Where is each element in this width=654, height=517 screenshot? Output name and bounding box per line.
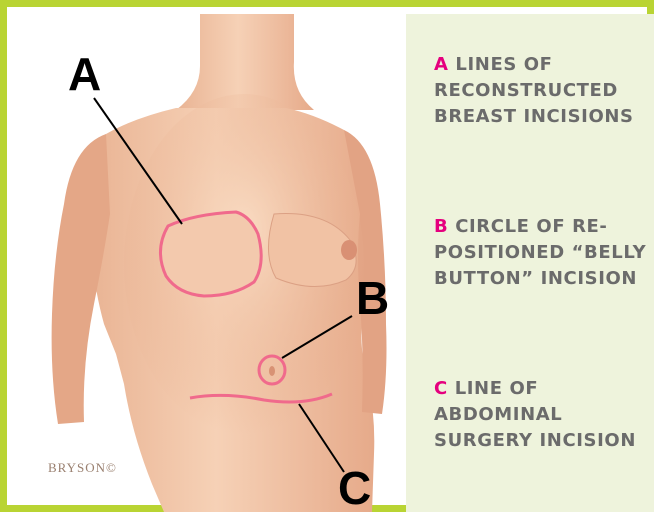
legend-item-c: C LINE OF ABDOMINAL SURGERY INCISION (434, 376, 649, 454)
legend-item-b: B CIRCLE OF RE-POSITIONED “BELLY BUTTON”… (434, 214, 649, 292)
torso-drawing: A B C BRYSON© (14, 14, 406, 512)
legend-item-a: A LINES OF RECONSTRUCTED BREAST INCISION… (434, 52, 649, 130)
callout-c: C (338, 462, 371, 512)
legend-text-a: LINES OF RECONSTRUCTED BREAST INCISIONS (434, 54, 634, 127)
callout-b: B (356, 272, 389, 324)
legend-text-b: CIRCLE OF RE-POSITIONED “BELLY BUTTON” I… (434, 216, 646, 289)
navel (269, 366, 275, 376)
torso-illustration: A B C BRYSON© (14, 14, 406, 512)
nipple (341, 240, 357, 260)
legend-letter-b: B (434, 216, 448, 237)
breast-incision-line (160, 212, 261, 296)
legend-text-c: LINE OF ABDOMINAL SURGERY INCISION (434, 378, 636, 451)
legend-panel: A LINES OF RECONSTRUCTED BREAST INCISION… (406, 14, 654, 512)
artist-signature: BRYSON© (48, 460, 117, 475)
callout-a: A (68, 48, 101, 100)
legend-letter-c: C (434, 378, 448, 399)
legend-letter-a: A (434, 54, 449, 75)
